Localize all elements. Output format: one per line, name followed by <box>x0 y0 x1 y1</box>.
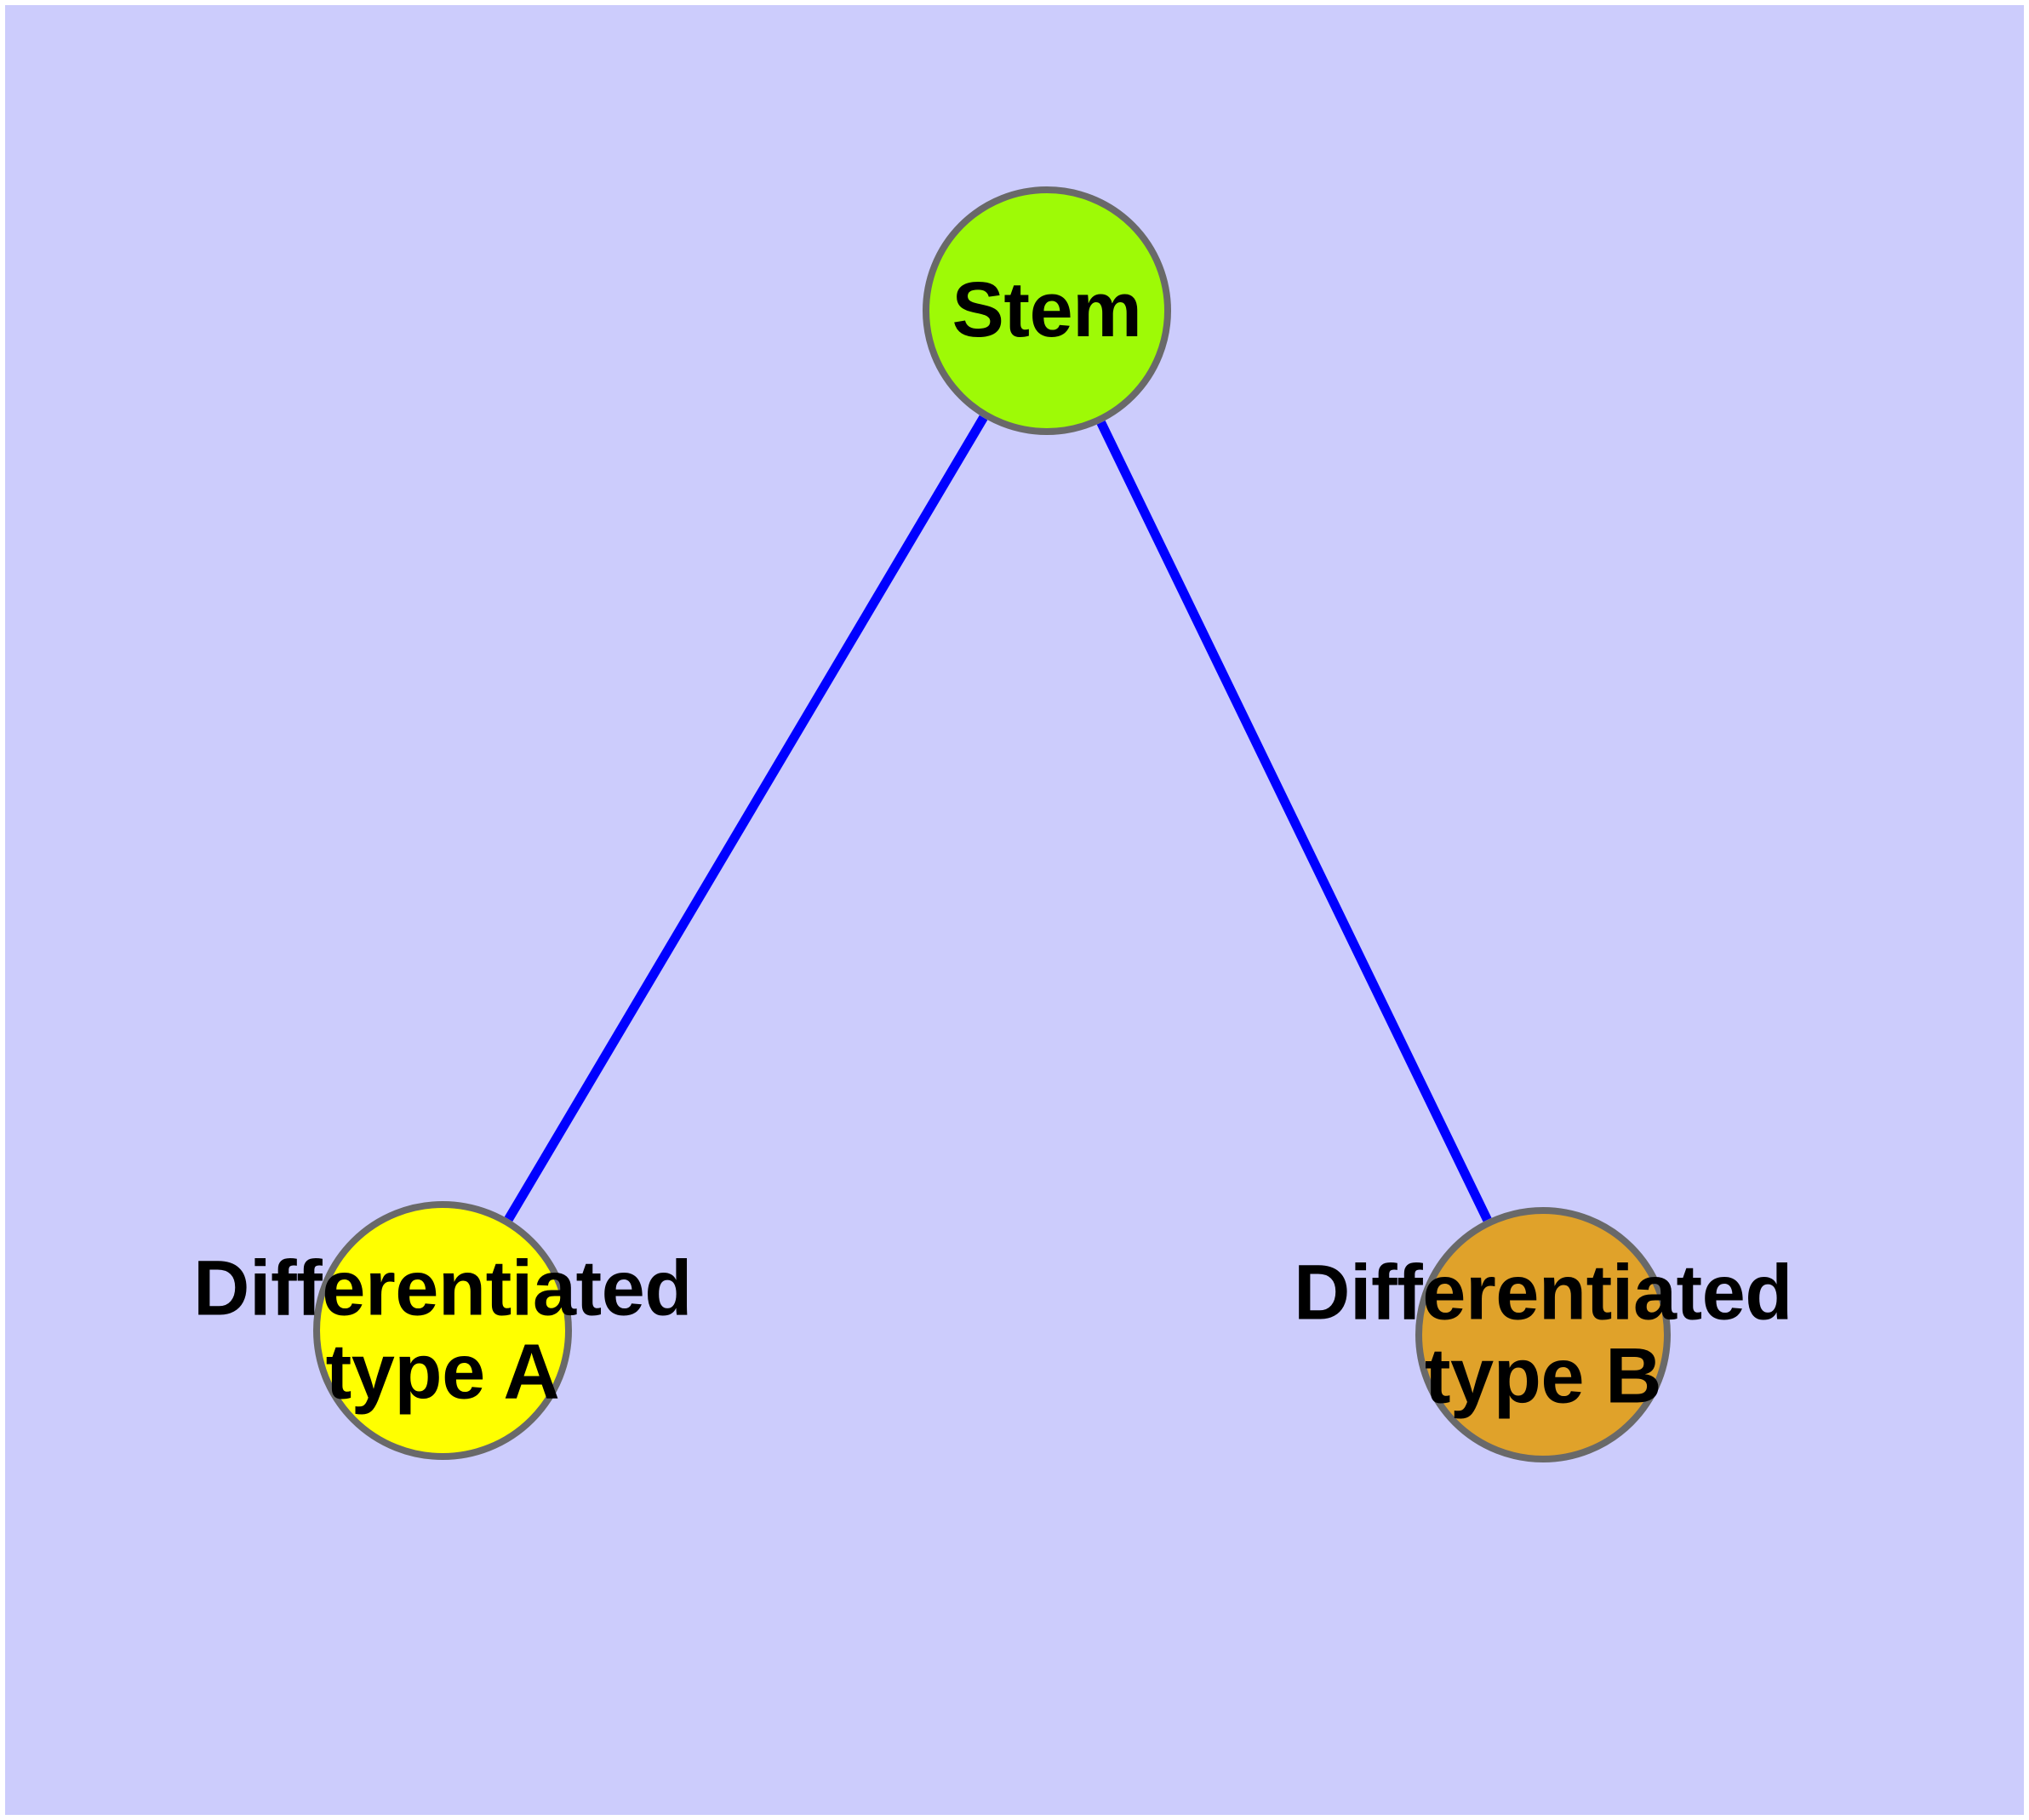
graph-node-diff_b[interactable] <box>1415 1207 1671 1462</box>
graph-node-diff_a[interactable] <box>313 1201 572 1460</box>
graph-svg <box>313 186 1671 1462</box>
node-layer <box>313 186 1671 1462</box>
edge-layer <box>504 415 1492 1222</box>
graph-node-stem[interactable] <box>923 186 1171 435</box>
graph-edge[interactable] <box>504 415 988 1222</box>
graph-edge[interactable] <box>1096 420 1492 1222</box>
